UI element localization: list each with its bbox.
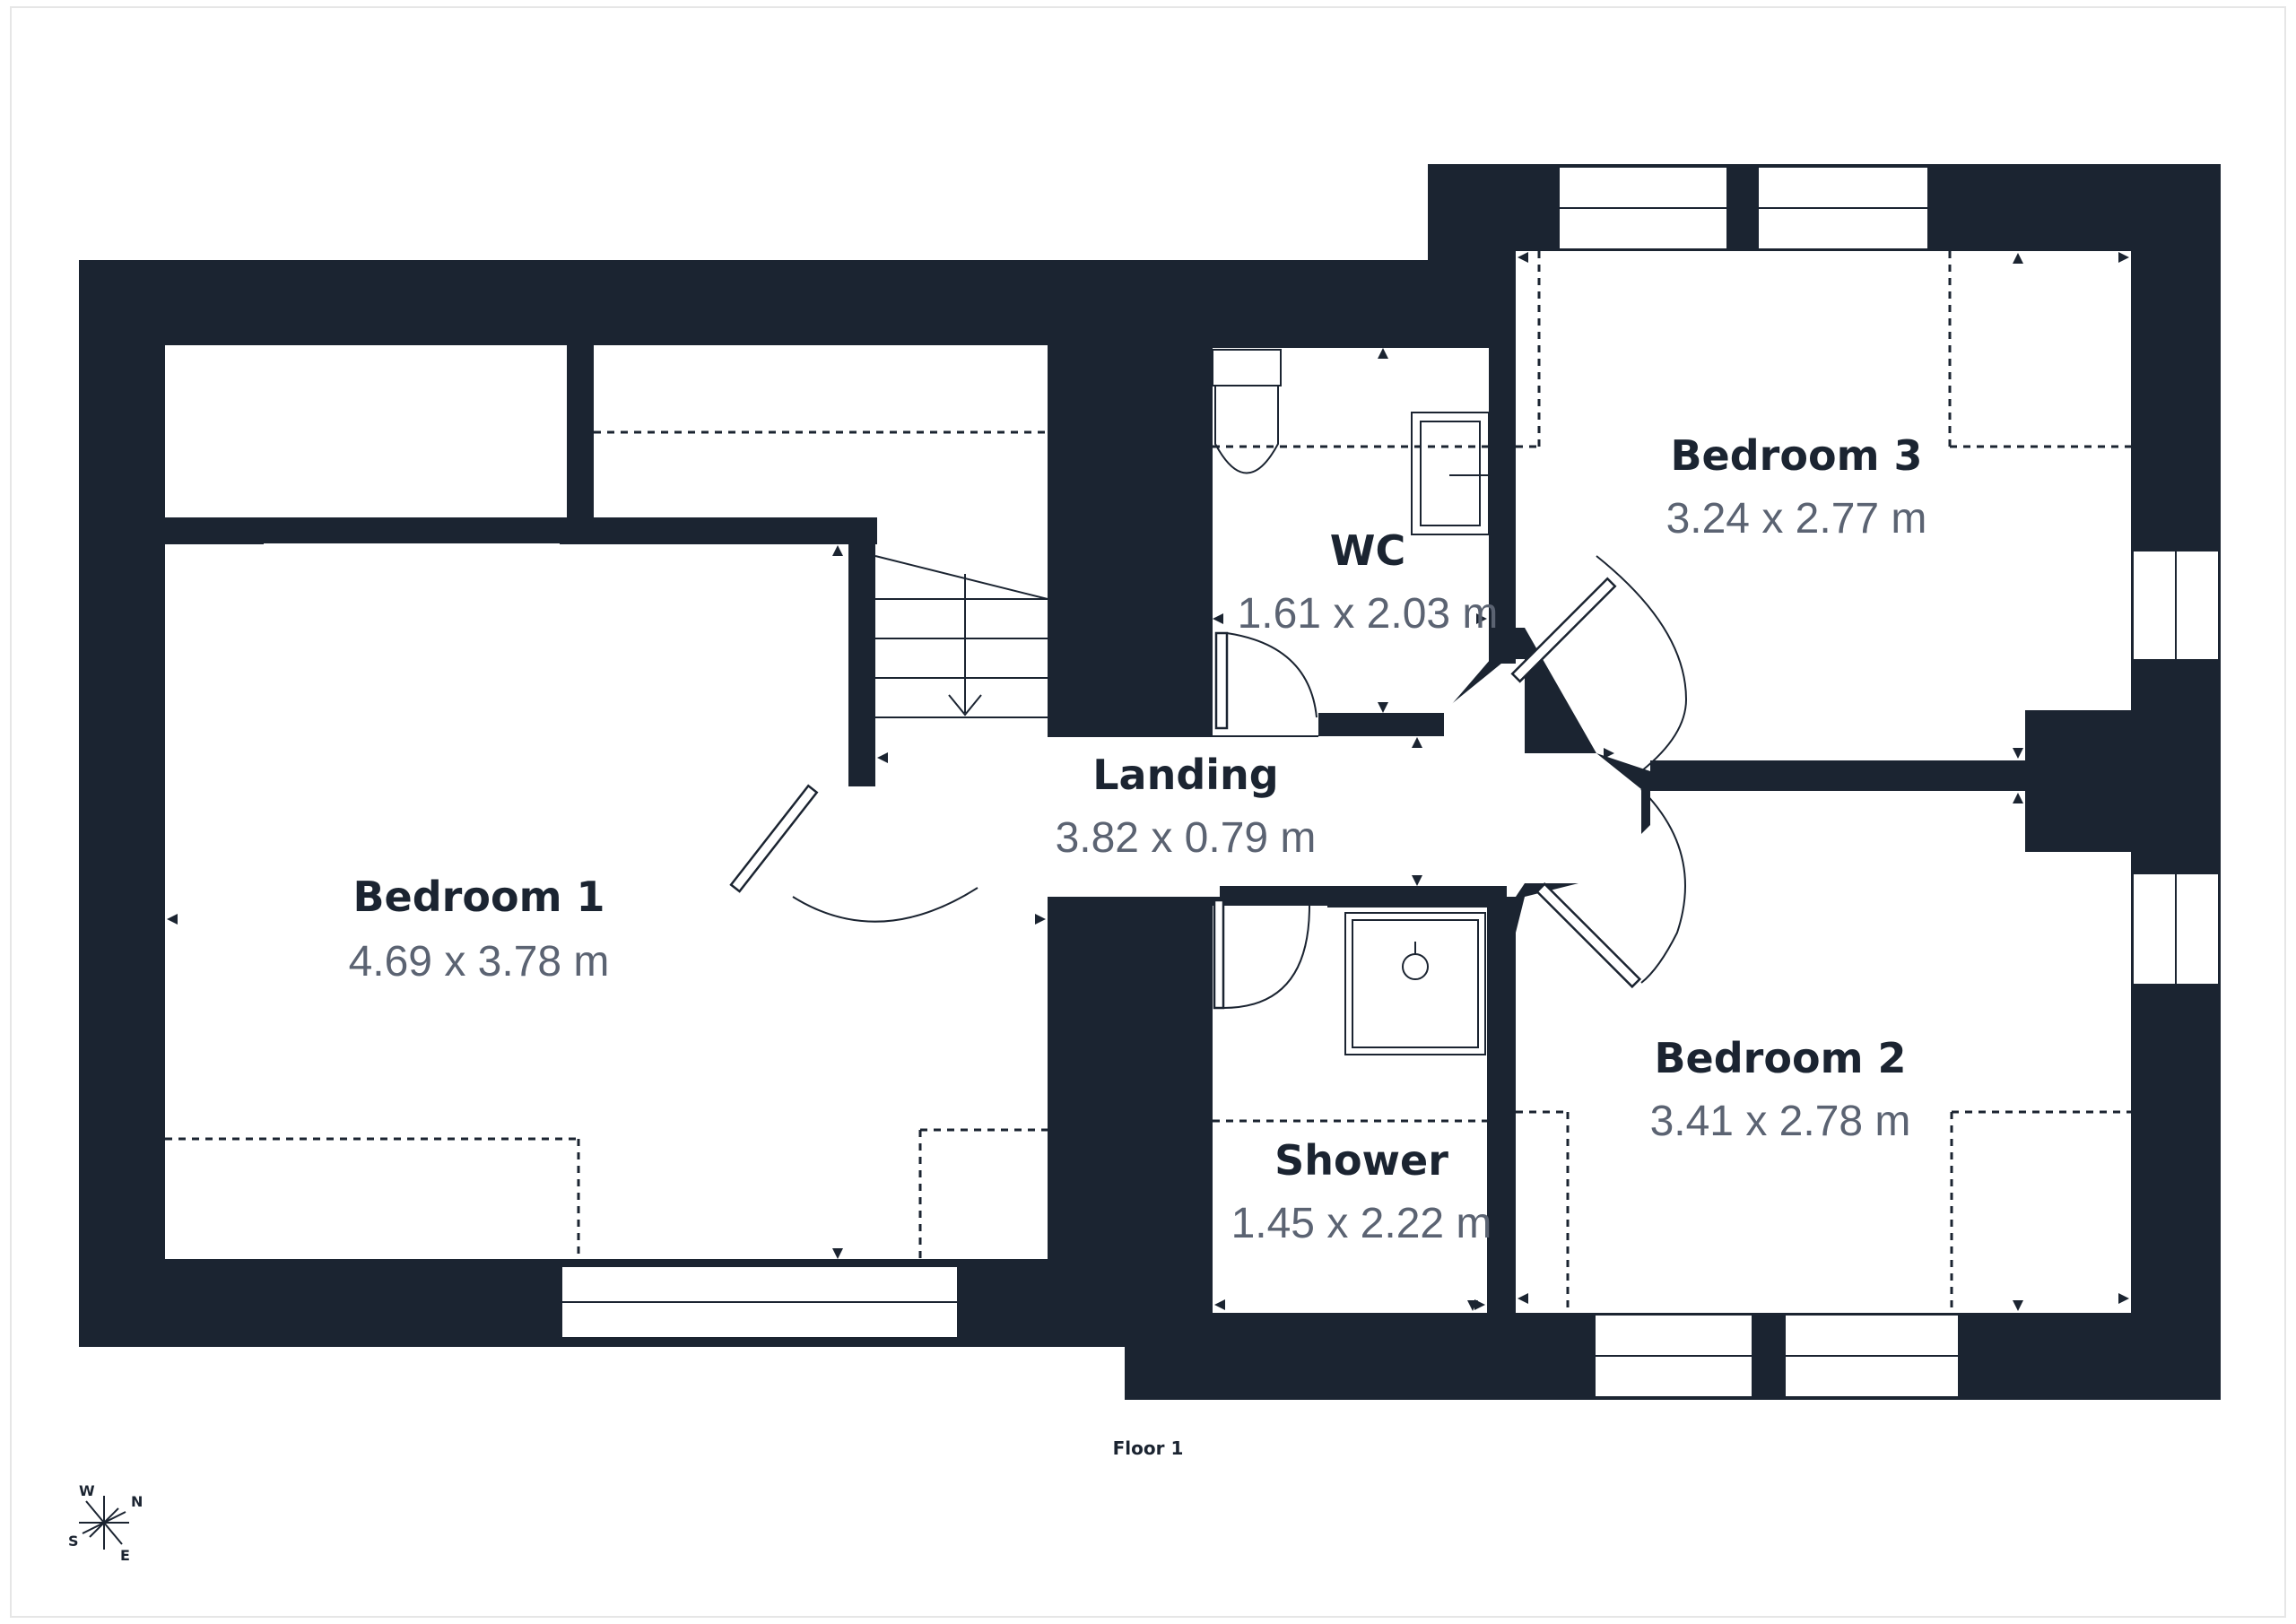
floor-label: Floor 1 [1113,1437,1184,1459]
shower-name: Shower [1274,1136,1448,1185]
bedroom-1-wardrobe [165,345,567,517]
landing-area [874,659,1641,897]
dimension-markers [167,252,2129,1311]
wash-basin [1411,412,1490,535]
bedroom-3-area [1516,251,2131,771]
bedroom-3-name: Bedroom 3 [1670,431,1922,480]
landing-dimensions: 3.82 x 0.79 m [1056,814,1317,862]
toilet-bowl-icon [1214,386,1279,474]
compass-south: S [68,1533,79,1550]
compass-west: W [79,1482,95,1499]
wardrobe-door [264,530,560,539]
landing-name: Landing [1092,751,1278,799]
shower-area [1213,906,1489,1313]
page-border [10,6,2286,1618]
wc-name: WC [1330,526,1406,575]
shower-tray [1344,912,1486,1055]
doors [729,555,1688,1010]
bedroom-2-area [1516,791,2131,1313]
stairs [874,555,1048,718]
compass-rose-icon [79,1496,129,1550]
bedroom-2-name: Bedroom 2 [1654,1034,1906,1082]
windows [561,166,2220,1398]
bedroom-2-dimensions: 3.41 x 2.78 m [1650,1098,1911,1145]
room-labels: Bedroom 1 4.69 x 3.78 m Landing 3.82 x 0… [349,431,1927,1247]
bedroom-3-dimensions: 3.24 x 2.77 m [1666,495,1927,543]
toilet-cistern [1212,349,1282,386]
compass-north: N [131,1493,143,1510]
stairs-area [874,517,1048,722]
compass-east: E [120,1547,130,1564]
shower-dimensions: 1.45 x 2.22 m [1231,1200,1492,1247]
bedroom-1-dimensions: 4.69 x 3.78 m [349,938,610,986]
interior-walls [165,345,2131,1314]
wc-fixtures [1212,349,1490,535]
sloped-ceiling-lines [165,251,2131,1313]
wc-dimensions: 1.61 x 2.03 m [1238,590,1499,638]
bedroom-1-name: Bedroom 1 [352,873,604,921]
